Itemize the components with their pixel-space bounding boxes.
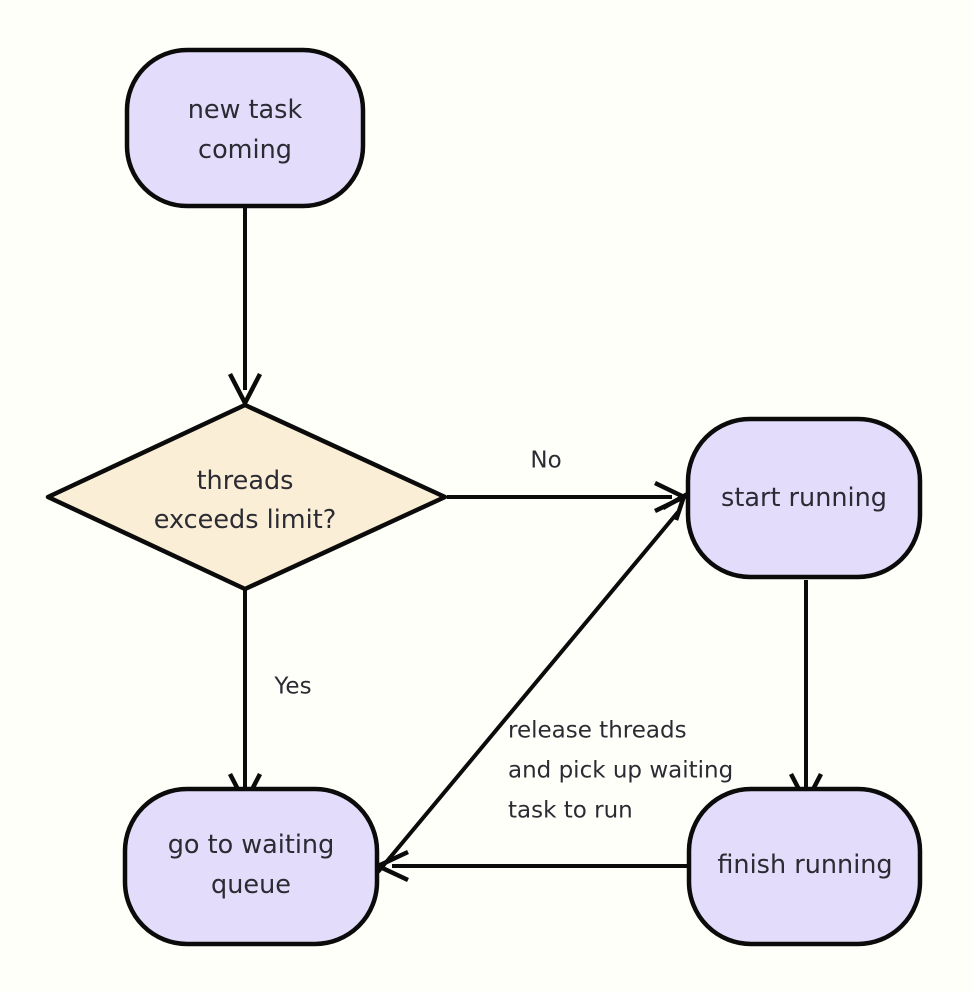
node-label-go-to-waiting-queue-line1: go to waiting <box>168 830 335 860</box>
node-threads-exceeds-limit[interactable]: threads exceeds limit? <box>45 402 448 592</box>
node-label-go-to-waiting-queue-line2: queue <box>211 870 291 900</box>
node-start-running[interactable]: start running <box>685 416 923 580</box>
edge-finish-running-to-waiting-queue <box>372 849 688 883</box>
edge-label-no: No <box>530 448 561 474</box>
node-label-new-task-coming-line2: coming <box>198 135 292 165</box>
node-label-finish-running: finish running <box>717 850 892 880</box>
node-shape-finish-running[interactable] <box>686 786 923 947</box>
edge-label-yes: Yes <box>273 674 311 700</box>
edge-waiting-queue-to-start-running: release threads and pick up waiting task… <box>376 491 733 874</box>
node-shape-threads-exceeds-limit[interactable] <box>45 402 448 592</box>
edge-decision-no-to-start-running: No <box>447 448 690 514</box>
edge-new-task-to-decision <box>228 207 262 408</box>
node-label-start-running: start running <box>721 483 887 513</box>
edge-label-release-threads-line2: and pick up waiting <box>508 758 733 784</box>
node-label-new-task-coming-line1: new task <box>188 95 303 125</box>
node-shape-new-task-coming[interactable] <box>124 47 366 209</box>
node-label-threads-exceeds-limit-line2: exceeds limit? <box>154 505 336 535</box>
node-new-task-coming[interactable]: new task coming <box>124 47 366 209</box>
edge-label-release-threads-line3: task to run <box>508 798 633 824</box>
node-finish-running[interactable]: finish running <box>686 786 923 947</box>
node-go-to-waiting-queue[interactable]: go to waiting queue <box>122 786 380 947</box>
edge-line-waiting-to-start <box>376 510 680 874</box>
edge-label-release-threads-line1: release threads <box>508 718 687 744</box>
edge-start-running-to-finish-running <box>789 580 823 808</box>
node-label-threads-exceeds-limit-line1: threads <box>197 466 294 496</box>
arrowhead-diagonal-start-running <box>661 491 688 521</box>
edge-decision-yes-to-waiting-queue: Yes <box>228 588 312 808</box>
node-shape-go-to-waiting-queue[interactable] <box>122 786 380 947</box>
node-shape-start-running[interactable] <box>685 416 923 580</box>
